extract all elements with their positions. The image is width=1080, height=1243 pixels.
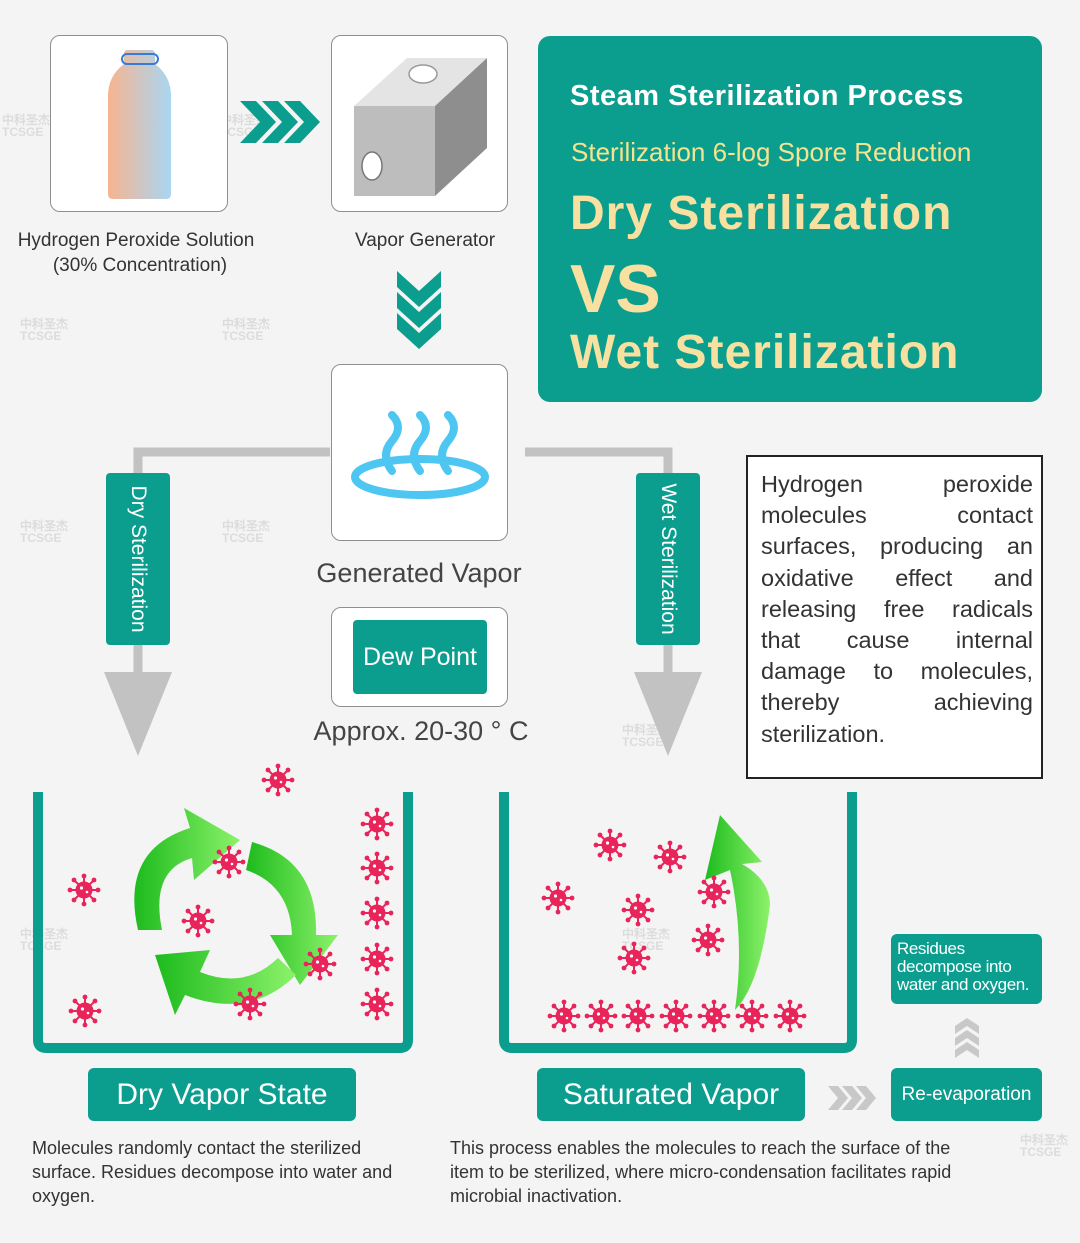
wet-state-label: Saturated Vapor (537, 1068, 805, 1121)
page-title: Steam Sterilization Process (570, 80, 964, 112)
dew-point-badge: Dew Point (353, 620, 487, 694)
chevron-right-gray-icon (828, 1086, 876, 1110)
chevron-down-icon (397, 271, 441, 349)
heading-vs: VS (570, 251, 661, 327)
rising-arrow-icon (705, 815, 770, 1010)
residues-label: Residues decompose into water and oxygen… (891, 934, 1042, 1004)
page-subtitle: Sterilization 6-log Spore Reduction (571, 137, 972, 167)
dry-branch-tab: Dry Sterilization (106, 473, 170, 645)
title-panel (538, 36, 1042, 402)
bottle-icon (108, 50, 171, 199)
dry-chamber (33, 792, 413, 1053)
wet-state-description: This process enables the molecules to re… (450, 1138, 952, 1206)
virus-icons-wet (540, 827, 808, 1034)
solution-concentration: (30% Concentration) (52, 255, 228, 276)
heading-dry: Dry Sterilization (570, 187, 953, 240)
dry-state-description: Molecules randomly contact the sterilize… (32, 1138, 393, 1206)
dry-state-label: Dry Vapor State (88, 1068, 356, 1121)
generated-vapor-label: Generated Vapor (316, 558, 522, 588)
solution-card (50, 35, 228, 212)
chevron-right-icon (240, 101, 320, 143)
vapor-card (331, 364, 508, 541)
solution-label: Hydrogen Peroxide Solution (17, 230, 255, 251)
re-evaporation-label: Re-evaporation (891, 1068, 1042, 1121)
generator-card (331, 35, 508, 212)
steam-icon (351, 411, 489, 499)
cycle-arrows-icon (134, 808, 338, 1015)
chevron-up-gray-icon (955, 1018, 979, 1058)
heading-wet: Wet Sterilization (570, 326, 960, 379)
generator-label: Vapor Generator (354, 230, 496, 251)
vapor-generator-icon (354, 58, 487, 196)
temperature-label: Approx. 20-30 ° C (313, 716, 529, 746)
wet-chamber (499, 792, 857, 1053)
description-box: Hydrogen peroxide molecules contact surf… (746, 455, 1043, 779)
wet-branch-tab: Wet Sterilization (636, 473, 700, 645)
